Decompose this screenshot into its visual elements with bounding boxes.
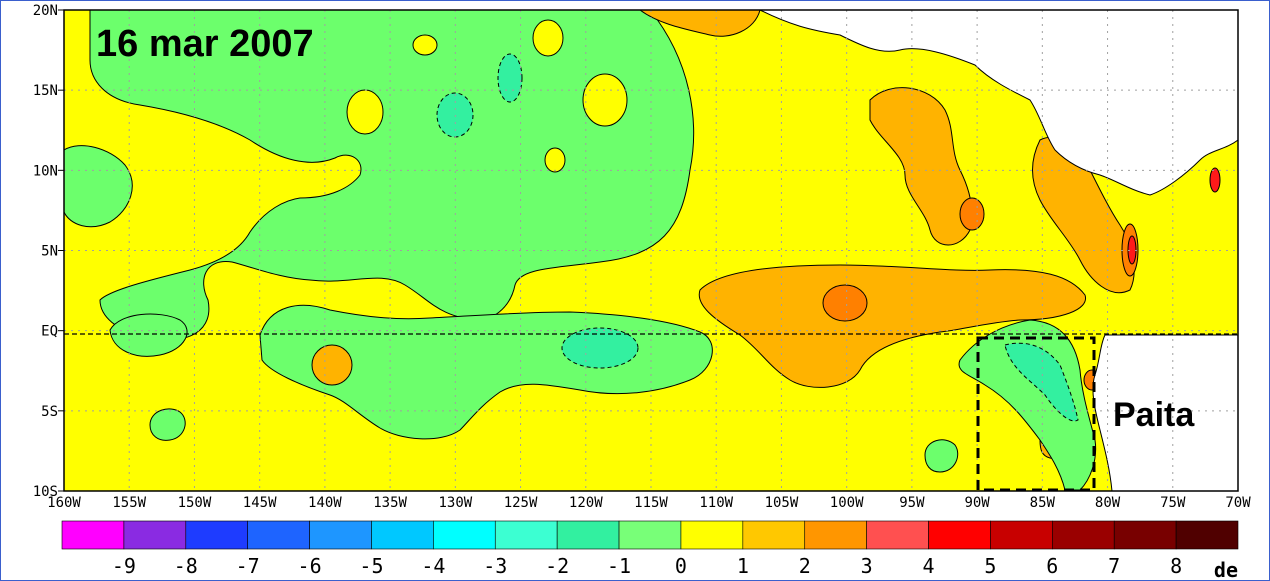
lon-tick-label: 135W	[373, 495, 407, 511]
colorbar-swatch	[804, 520, 867, 550]
colorbar-swatch	[866, 520, 929, 550]
lat-tick-label: 5S	[41, 404, 58, 420]
negative-anomaly-region-west	[64, 145, 133, 228]
lon-tick-label: 145W	[243, 495, 277, 511]
colorbar-swatch	[1113, 520, 1177, 550]
lon-tick-label: 160W	[47, 495, 81, 511]
colorbar: -9 -8 -7 -6 -5 -4 -3 -2 -1 0 1 2 3 4 5 6 7 8 de	[61, 520, 1239, 581]
colorbar-label: -1	[607, 554, 631, 578]
lon-tick-label: 110W	[699, 495, 733, 511]
longitude-axis: 160W 155W 150W 145W 140W 135W 130W 125W 120W 115W…	[47, 495, 1251, 511]
colorbar-label: 6	[1046, 554, 1058, 578]
colorbar-swatch	[1175, 520, 1239, 550]
negative-anomaly-core-peru	[1004, 342, 1079, 422]
colorbar-swatch	[371, 520, 434, 550]
colorbar-label: -6	[298, 554, 322, 578]
lat-tick-label: 10N	[33, 163, 58, 179]
map-area	[64, 10, 1238, 491]
colorbar-swatch	[1052, 520, 1115, 550]
colorbar-label: -7	[236, 554, 260, 578]
colorbar-swatch	[185, 520, 248, 550]
colorbar-swatch	[928, 520, 991, 550]
colorbar-swatch	[680, 520, 744, 550]
colorbar-label: -4	[421, 554, 445, 578]
positive-island-2	[532, 19, 564, 57]
lon-tick-label: 105W	[765, 495, 799, 511]
colorbar-label: -8	[174, 554, 198, 578]
negative-anomaly-core-2	[561, 327, 639, 369]
negative-anomaly-small-2	[924, 439, 959, 473]
negative-anomaly-core-3	[497, 53, 523, 103]
lon-tick-label: 85W	[1030, 495, 1056, 511]
lon-tick-label: 120W	[569, 495, 603, 511]
anomaly-core-2to3-2	[959, 197, 985, 231]
positive-anomaly-region-north	[639, 10, 761, 37]
lon-tick-label: 140W	[308, 495, 342, 511]
colorbar-label: 0	[675, 554, 687, 578]
land-central-america	[759, 10, 1238, 196]
lon-tick-label: 75W	[1160, 495, 1186, 511]
colorbar-swatch	[990, 520, 1053, 550]
lat-tick-label: EQ	[41, 324, 58, 340]
colorbar-label: 1	[737, 554, 749, 578]
lat-tick-label: 5N	[41, 244, 58, 260]
map-date-title: 16 mar 2007	[96, 23, 314, 65]
lon-tick-label: 125W	[504, 495, 538, 511]
lat-tick-label: 10S	[33, 484, 58, 500]
negative-anomaly-region-peru-coast	[958, 319, 1097, 491]
lon-tick-label: 130W	[438, 495, 472, 511]
negative-anomaly-small-1	[149, 408, 186, 441]
colorbar-swatch	[618, 520, 682, 550]
lat-tick-label: 15N	[33, 83, 58, 99]
colorbar-swatch	[309, 520, 372, 550]
lat-lon-grid	[64, 10, 1238, 491]
colorbar-swatch	[433, 520, 496, 550]
colorbar-label: -9	[112, 554, 136, 578]
lat-tick-label: 20N	[33, 3, 58, 19]
positive-anomaly-island-west	[311, 344, 353, 386]
colorbar-label: 5	[984, 554, 996, 578]
colorbar-label: 7	[1108, 554, 1120, 578]
anomaly-core-4to5-2	[1209, 167, 1221, 193]
colorbar-swatch	[494, 520, 558, 550]
positive-island-3	[582, 73, 628, 127]
positive-island-5	[544, 147, 566, 173]
colorbar-label: 4	[923, 554, 935, 578]
lon-tick-label: 115W	[634, 495, 668, 511]
lon-tick-label: 70W	[1225, 495, 1251, 511]
colorbar-label: -2	[545, 554, 569, 578]
negative-anomaly-region-southwest	[109, 313, 188, 357]
colorbar-swatch	[61, 520, 125, 550]
land-south-america	[1092, 334, 1238, 491]
colorbar-label: -5	[359, 554, 383, 578]
colorbar-swatch	[123, 520, 187, 550]
colorbar-label: 8	[1170, 554, 1182, 578]
lon-tick-label: 150W	[178, 495, 212, 511]
lon-tick-label: 95W	[899, 495, 925, 511]
colorbar-label: -3	[483, 554, 507, 578]
anomaly-core-2to3-1	[822, 284, 868, 322]
lon-tick-label: 80W	[1095, 495, 1121, 511]
lon-tick-label: 90W	[964, 495, 990, 511]
latitude-axis: 20N 15N 10N 5N EQ 5S 10S	[33, 3, 64, 500]
colorbar-units: de	[1214, 558, 1238, 581]
region-box	[976, 336, 1096, 491]
positive-island-4	[412, 34, 438, 56]
colorbar-label: 2	[799, 554, 811, 578]
positive-island-1	[346, 89, 384, 135]
negative-anomaly-region-main	[89, 10, 695, 341]
colorbar-swatch	[556, 520, 620, 550]
lon-tick-label: 100W	[830, 495, 864, 511]
colorbar-swatch	[742, 520, 806, 550]
place-label: Paita	[1113, 396, 1195, 434]
colorbar-swatch	[247, 520, 310, 550]
colorbar-label: 3	[861, 554, 873, 578]
positive-anomaly-region-east	[698, 264, 1086, 388]
lon-tick-label: 155W	[112, 495, 146, 511]
